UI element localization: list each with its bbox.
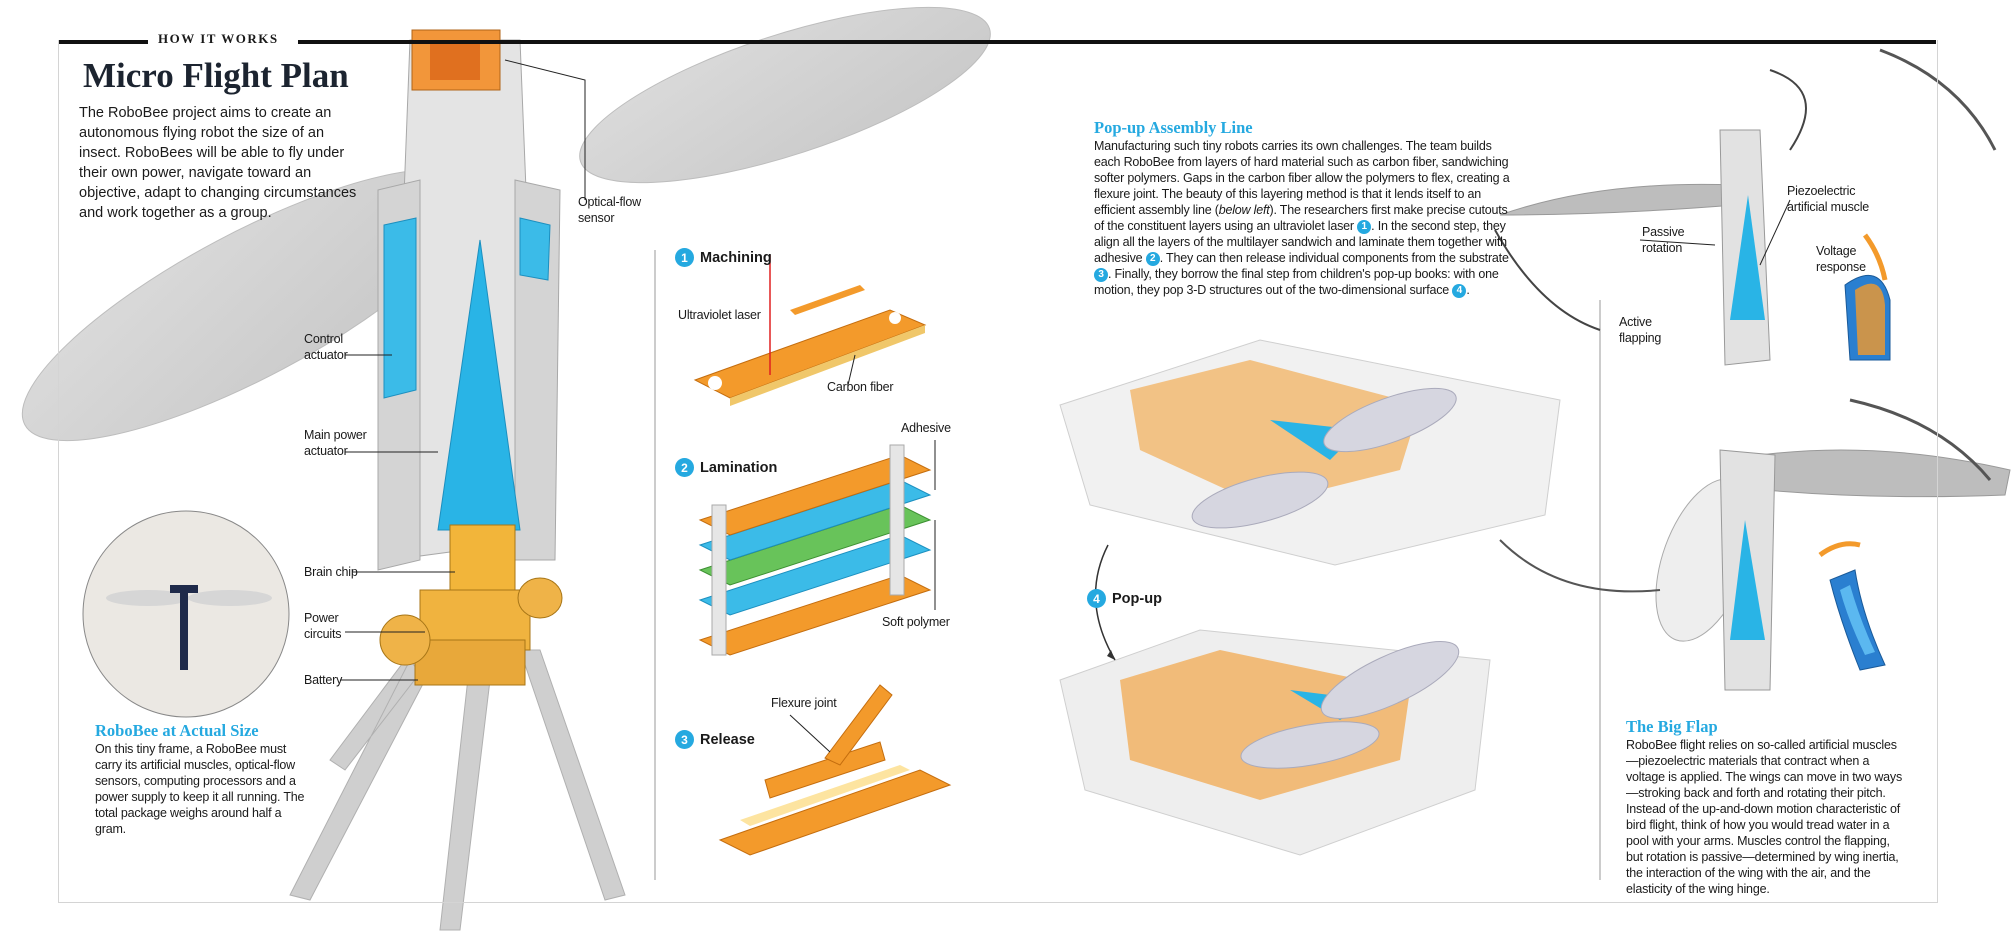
intro-text: The RoboBee project aims to create an au…: [79, 105, 357, 221]
control-actuator-right: [519, 217, 551, 281]
robobee-exploded-illustration: [21, 6, 991, 931]
popup-assembly-heading: Pop-up Assembly Line: [1094, 118, 1253, 137]
popup-assembly-section: Pop-up Assembly Line Manufacturing such …: [1094, 118, 1514, 298]
inline-badge-2: 2: [1145, 251, 1160, 266]
tiny-robobee: [180, 585, 188, 670]
popup-flat-board: [1059, 339, 1561, 566]
inline-badge-4: 4: [1452, 283, 1467, 298]
inline-badge-3: 3: [1094, 267, 1108, 282]
actual-size-body: On this tiny frame, a RoboBee must carry…: [95, 742, 305, 836]
popup-text-2: ). The researchers first make precise cu…: [1094, 203, 1508, 233]
machining-illustration: [693, 255, 927, 406]
popup-text-6: .: [1466, 283, 1470, 297]
flap-bottom-illustration: [1499, 398, 2011, 691]
step-release: 3 Release: [675, 730, 755, 749]
battery: [414, 639, 526, 686]
header-rule-right: [298, 40, 1936, 44]
label-piezo-muscle: Piezoelectric artificial muscle: [1787, 184, 1870, 214]
label-adhesive: Adhesive: [901, 421, 951, 435]
popup-text-4: . They can then release individual compo…: [1159, 251, 1509, 265]
step-number-badge: 3: [675, 730, 694, 749]
label-active-flapping: Active flapping: [1619, 315, 1662, 345]
kicker: HOW IT WORKS: [158, 31, 279, 46]
label-battery: Battery: [304, 673, 343, 687]
label-brain-chip: Brain chip: [304, 565, 358, 579]
popup-folded-board: [1059, 629, 1491, 856]
step-lamination: 2 Lamination: [675, 458, 777, 477]
robot-legs: [289, 639, 626, 931]
big-flap-body: RoboBee flight relies on so-called artif…: [1626, 738, 1903, 896]
step-number-badge: 2: [675, 458, 694, 477]
active-flapping-arrow: [1494, 229, 1601, 331]
big-flap-heading: The Big Flap: [1626, 717, 1718, 736]
control-actuator-left: [383, 217, 417, 399]
right-wing: [579, 6, 991, 184]
label-voltage-response: Voltage response: [1816, 244, 1866, 274]
label-flexure-joint: Flexure joint: [771, 696, 837, 710]
popup-text-5: . Finally, they borrow the final step fr…: [1094, 267, 1499, 297]
inline-badge-1: 1: [1357, 219, 1372, 234]
actual-size-section: RoboBee at Actual Size On this tiny fram…: [95, 721, 315, 837]
step-number-badge: 4: [1087, 589, 1106, 608]
popup-text-1: Manufacturing such tiny robots carries i…: [1094, 139, 1510, 217]
popup-text-em: below left: [1218, 203, 1270, 217]
label-passive-rotation: Passive rotation: [1642, 225, 1685, 255]
label-uv-laser: Ultraviolet laser: [678, 308, 761, 322]
popup-text-3: . In the second step, they align all the…: [1094, 219, 1507, 265]
header-rule-left: [58, 40, 148, 44]
actual-size-heading: RoboBee at Actual Size: [95, 721, 259, 740]
step-label: Lamination: [700, 459, 778, 476]
step-label: Machining: [700, 249, 772, 266]
label-control-actuator: Control actuator: [304, 332, 348, 362]
label-power-circuits: Power circuits: [304, 611, 342, 641]
release-illustration: [718, 684, 952, 856]
step-machining: 1 Machining: [675, 248, 772, 267]
step-popup: 4 Pop-up: [1087, 589, 1162, 608]
label-main-power-actuator: Main power actuator: [304, 428, 367, 458]
flap-top-illustration: [1494, 48, 1997, 366]
page-frame: [58, 40, 1938, 903]
popup-assembly-body: Manufacturing such tiny robots carries i…: [1094, 138, 1514, 298]
step-number-badge: 1: [675, 248, 694, 267]
actual-size-photo: [82, 510, 290, 718]
lamination-illustration: [698, 440, 936, 656]
step-label: Release: [700, 731, 755, 748]
step-label: Pop-up: [1112, 590, 1162, 607]
label-soft-polymer: Soft polymer: [882, 615, 950, 629]
label-optical-flow: Optical-flow sensor: [578, 195, 641, 225]
label-carbon-fiber: Carbon fiber: [827, 380, 894, 394]
page-title: Micro Flight Plan: [83, 56, 349, 95]
big-flap-section: The Big Flap RoboBee flight relies on so…: [1626, 717, 1906, 897]
